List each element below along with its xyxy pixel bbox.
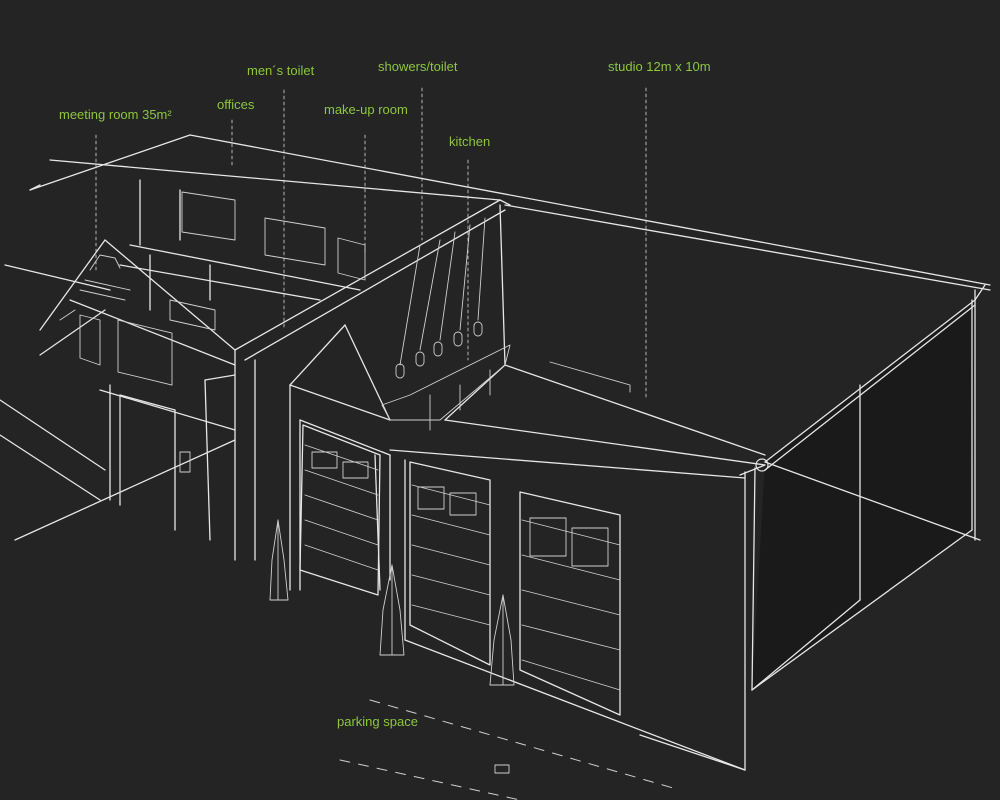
label-makeup-room: make-up room	[324, 102, 408, 117]
parking-markings	[339, 699, 681, 800]
potted-plants	[269, 519, 515, 686]
label-parking: parking space	[337, 714, 418, 729]
label-showers-toilet: showers/toilet	[378, 59, 458, 74]
label-meeting-room: meeting room 35m²	[59, 107, 172, 122]
garage-doors	[299, 424, 621, 716]
label-mens-toilet: men´s toilet	[247, 63, 315, 78]
label-leaders	[95, 87, 647, 401]
label-offices: offices	[217, 97, 255, 112]
label-studio: studio 12m x 10m	[608, 59, 711, 74]
studio-back-wall-shade	[752, 300, 975, 690]
building-outline	[0, 134, 991, 771]
label-kitchen: kitchen	[449, 134, 491, 149]
